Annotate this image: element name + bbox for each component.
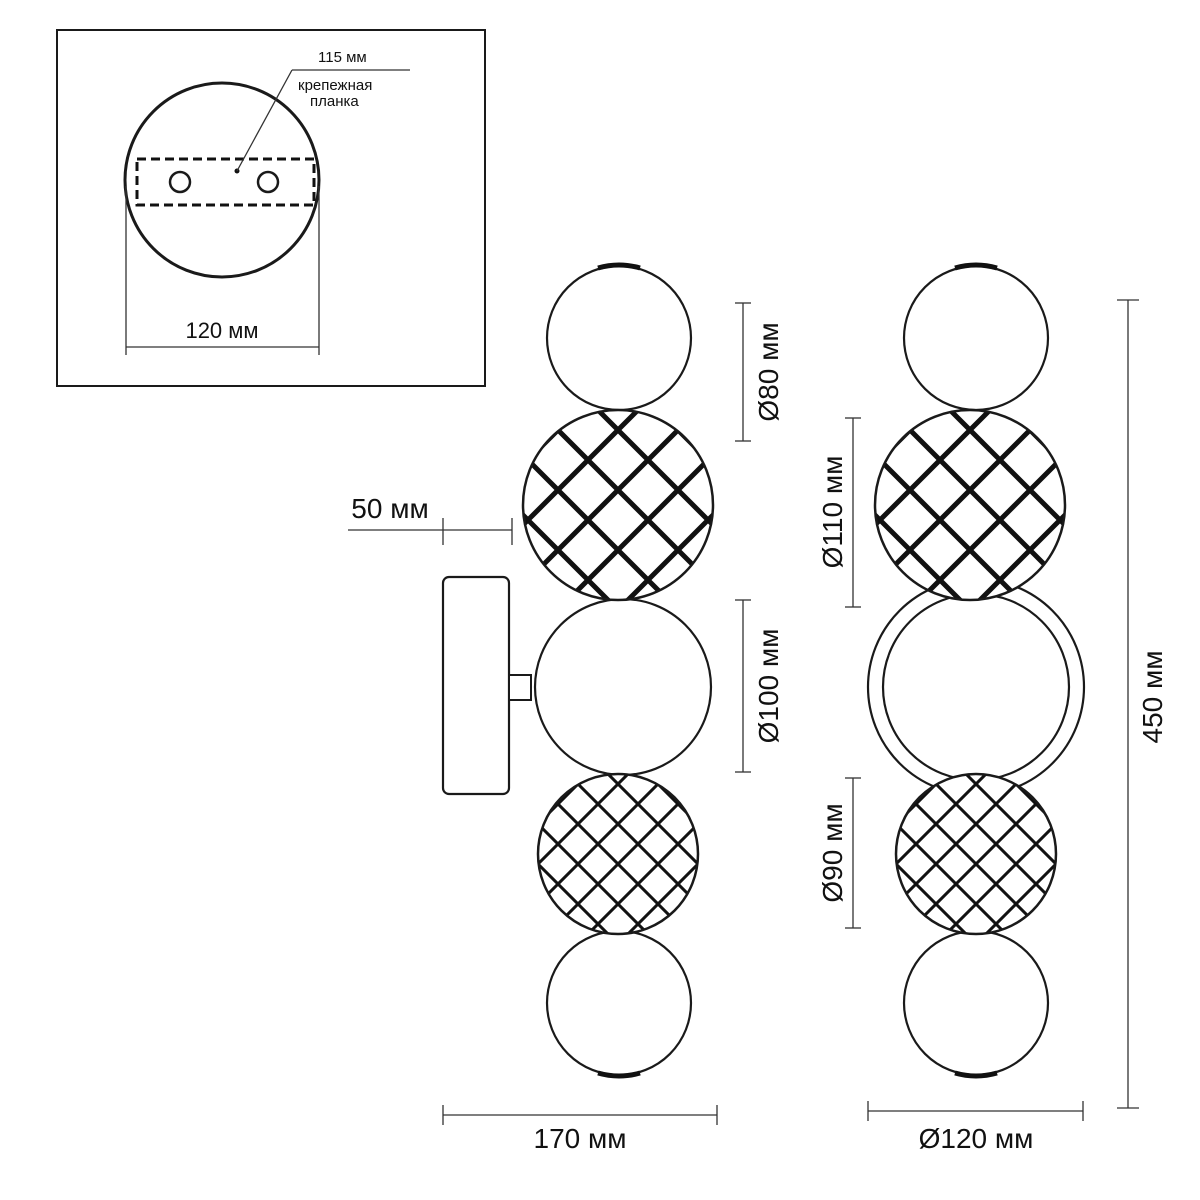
sphere-top-cap-front xyxy=(954,262,998,271)
sphere-middle-100-front xyxy=(881,592,1071,782)
side-width-label: 170 мм xyxy=(534,1123,627,1154)
sphere-hatched-110-outline xyxy=(521,408,715,602)
sphere-hatched-90-front-outline xyxy=(894,772,1058,936)
inset-panel: 115 мм крепежная планка 120 мм xyxy=(56,29,486,387)
mounting-bar-label-line2: планка xyxy=(310,93,359,110)
wall-plate-side xyxy=(441,575,511,796)
height-label: 450 мм xyxy=(1137,651,1168,744)
mounting-bar-label-line1: крепежная xyxy=(298,77,372,94)
screw-hole-left xyxy=(168,170,192,194)
mounting-bar-outline xyxy=(135,157,316,207)
front-width-label: Ø120 мм xyxy=(919,1123,1034,1154)
wall-base-circle xyxy=(123,81,321,279)
base-diameter-label: 120 мм xyxy=(185,318,258,343)
sphere-hatched-90-fill xyxy=(538,774,698,934)
connector-arm xyxy=(508,674,532,701)
inset-frame xyxy=(56,29,486,387)
side-view: 50 мм Ø80 мм Ø100 мм 170 мм xyxy=(348,262,784,1154)
dim-100-label: Ø100 мм xyxy=(753,629,784,744)
plate-length-label: 115 мм xyxy=(318,49,367,66)
dim-110-label: Ø110 мм xyxy=(817,456,848,569)
sphere-bottom-cap-front xyxy=(954,1070,998,1079)
sphere-top-cap xyxy=(597,262,641,271)
sphere-hatched-90-front-fill xyxy=(896,774,1056,934)
sphere-hatched-90-outline xyxy=(536,772,700,936)
screw-hole-right xyxy=(256,170,280,194)
sphere-bottom-cap xyxy=(597,1070,641,1079)
sphere-middle-100 xyxy=(533,597,713,777)
projection-label: 50 мм xyxy=(351,493,428,524)
sphere-hatched-110-front-outline xyxy=(873,408,1067,602)
sphere-hatched-110-fill xyxy=(523,410,713,600)
dim-80-label: Ø80 мм xyxy=(753,322,784,421)
sphere-top-80 xyxy=(545,264,693,412)
leader-line xyxy=(236,69,293,172)
front-view: Ø110 мм Ø90 мм 450 мм Ø120 мм xyxy=(817,262,1168,1154)
sphere-bottom-80 xyxy=(545,929,693,1077)
dim-90-label: Ø90 мм xyxy=(817,803,848,902)
sphere-bottom-80-front xyxy=(902,929,1050,1077)
sphere-hatched-110-front-fill xyxy=(875,410,1065,600)
sphere-top-80-front xyxy=(902,264,1050,412)
hatch-pattern-90 xyxy=(538,774,698,934)
